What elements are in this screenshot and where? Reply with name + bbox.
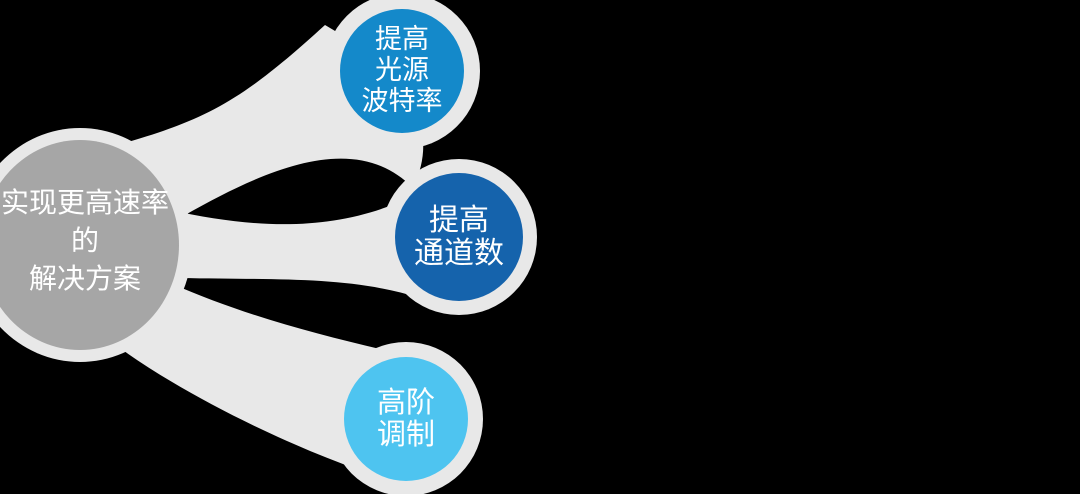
node-circle-middle [395, 173, 523, 301]
node-circle-bottom [344, 357, 468, 481]
connector-middle [170, 195, 420, 298]
connector-bottom [113, 283, 415, 478]
hub-circle [0, 140, 179, 350]
node-circle-top [340, 9, 464, 133]
